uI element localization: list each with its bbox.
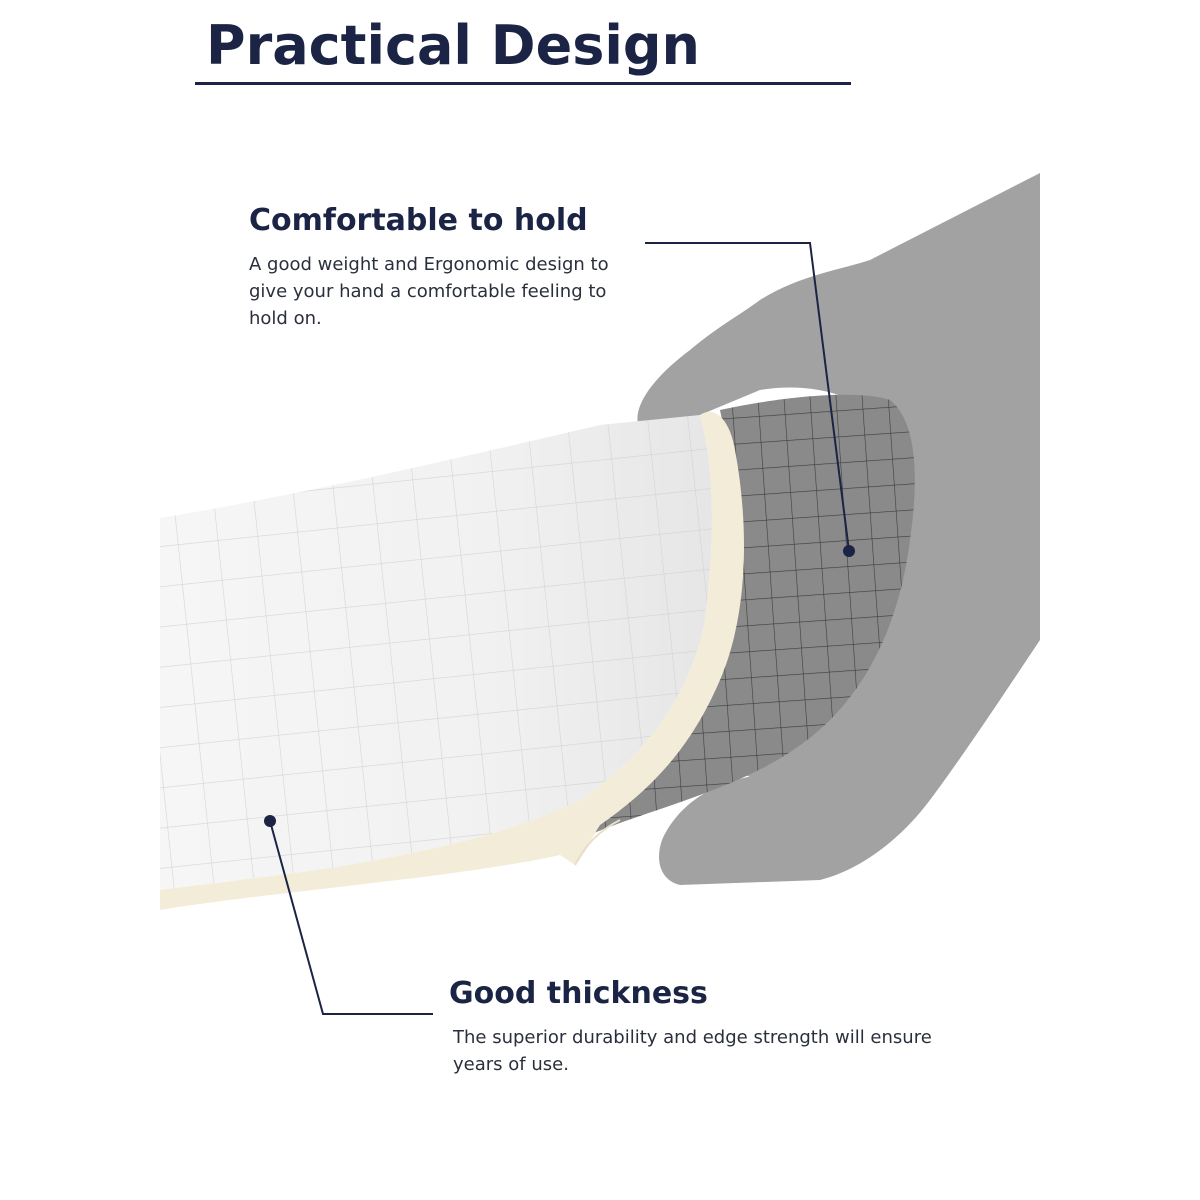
hand-illustration	[637, 173, 1040, 885]
page-title: Practical Design	[206, 14, 700, 77]
cutting-board-illustration	[160, 394, 915, 910]
title-underline	[195, 82, 851, 85]
callout-heading-comfortable: Comfortable to hold	[249, 203, 588, 238]
callout-heading-thickness: Good thickness	[449, 976, 708, 1011]
callout-body-comfortable: A good weight and Ergonomic design to gi…	[249, 254, 609, 329]
callout-body-thickness: The superior durability and edge strengt…	[453, 1027, 932, 1075]
callout-leader-lines	[264, 242, 855, 1015]
